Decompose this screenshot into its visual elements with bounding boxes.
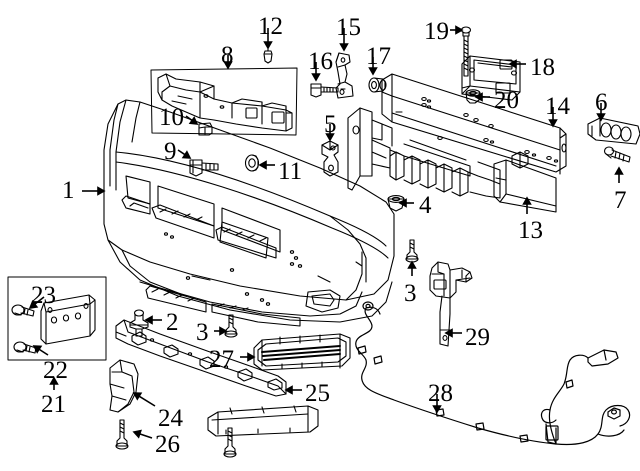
leader-arrowhead-7	[614, 166, 624, 175]
leader-arrowhead-6	[596, 113, 606, 122]
leader-arrowhead-26	[132, 429, 142, 439]
callout-label-6: 6	[595, 89, 608, 116]
callout-label-27: 27	[209, 346, 234, 373]
leader-arrowhead-16	[311, 73, 321, 82]
callout-label-3b: 3	[404, 280, 417, 307]
callout-label-21: 21	[41, 391, 66, 418]
license-plate-bracket-part	[40, 294, 96, 345]
grommet-nut-11	[244, 154, 260, 172]
leader-arrowhead-24	[132, 392, 143, 401]
fog-lamp-bezel-part	[253, 333, 351, 371]
callout-label-23: 23	[31, 282, 56, 309]
callout-label-20: 20	[494, 87, 519, 114]
leader-line-10	[185, 115, 193, 122]
callout-label-3a: 3	[196, 319, 209, 346]
leader-line-23	[34, 296, 45, 305]
callout-label-16: 16	[308, 48, 333, 75]
callout-label-24: 24	[158, 405, 183, 432]
leader-arrowhead-5	[325, 133, 335, 142]
leader-arrowhead-15	[339, 43, 349, 52]
long-bolt-part	[460, 26, 472, 77]
bumper-energy-absorber-part	[347, 107, 557, 213]
callout-label-7: 7	[614, 187, 627, 214]
tapping-screw-26a	[115, 419, 129, 450]
upper-tie-bar-inset-box	[150, 67, 298, 136]
bumper-lower-bar-part	[207, 405, 319, 437]
leader-arrowhead-29	[444, 328, 453, 338]
front-bumper-fascia-part	[103, 99, 395, 327]
leader-arrowhead-21	[49, 376, 59, 385]
front-bumper-wiring-harness-part	[355, 301, 631, 446]
callout-label-19: 19	[424, 18, 449, 45]
leader-arrowhead-8	[223, 61, 233, 70]
bumper-impact-bar-part	[381, 73, 567, 175]
impact-sensor-module-part	[461, 55, 521, 101]
leader-arrowhead-4	[398, 198, 407, 208]
callout-label-5: 5	[324, 111, 337, 138]
leader-arrowhead-3a	[219, 326, 228, 336]
leader-arrowhead-9	[181, 150, 192, 159]
side-retainer-bracket-part	[335, 52, 354, 99]
leader-arrowhead-13	[522, 196, 532, 205]
callout-label-2: 2	[166, 309, 179, 336]
callout-label-26: 26	[155, 431, 180, 458]
callout-label-10: 10	[159, 104, 184, 131]
callout-label-22: 22	[43, 357, 68, 384]
callout-label-25: 25	[305, 380, 330, 407]
leader-arrowhead-20	[474, 92, 483, 102]
leader-line-26	[139, 433, 153, 439]
leader-arrowhead-14	[548, 119, 558, 128]
callout-label-15: 15	[336, 14, 361, 41]
callout-label-8: 8	[221, 42, 234, 69]
park-assist-sensor-bracket-part	[429, 261, 473, 347]
callout-label-4: 4	[419, 192, 432, 219]
callout-label-28: 28	[428, 380, 453, 407]
leader-arrowhead-1	[97, 186, 106, 196]
leader-line-24	[138, 395, 156, 407]
leader-arrowhead-10	[188, 116, 199, 125]
flange-bolt-part	[310, 83, 339, 98]
leader-line-9	[177, 149, 186, 156]
callout-label-14: 14	[545, 93, 570, 120]
callout-label-9: 9	[164, 138, 177, 165]
leader-arrowhead-11	[258, 160, 267, 170]
leader-arrowhead-17	[368, 67, 378, 76]
leader-arrowhead-19	[455, 25, 464, 35]
tow-eye-cover-bezel-part	[587, 117, 640, 145]
leader-arrowhead-3b	[407, 260, 417, 269]
leader-line-22	[38, 348, 49, 356]
leader-arrowhead-22	[32, 345, 43, 354]
bolt-fastener-7	[603, 146, 631, 163]
leader-arrowhead-28	[432, 405, 442, 414]
side-mounting-bracket-part	[321, 140, 339, 177]
leader-arrowhead-27	[247, 352, 256, 362]
leader-arrowhead-12	[263, 41, 273, 50]
license-plate-bracket-inset-box	[7, 276, 107, 361]
grommet-nut-4	[387, 195, 405, 212]
screw-fastener-3a	[224, 314, 238, 338]
front-lower-air-dam-part	[115, 319, 287, 397]
callout-label-12: 12	[258, 13, 283, 40]
callout-label-11: 11	[278, 158, 303, 185]
grommet-nut-20	[465, 89, 481, 104]
callout-label-18: 18	[530, 54, 555, 81]
license-bracket-screw-23	[11, 304, 35, 317]
bumper-lower-side-deflector-part	[109, 359, 139, 413]
harness-connector-loop	[597, 429, 625, 437]
upper-tie-bar-part	[157, 73, 293, 132]
leader-arrowhead-18	[508, 59, 517, 69]
callout-leader-lines	[28, 25, 624, 439]
leader-arrowhead-2	[144, 315, 153, 325]
callout-label-17: 17	[366, 43, 391, 70]
tapping-screw-26b	[223, 427, 237, 458]
callout-label-13: 13	[518, 217, 543, 244]
leader-arrowhead-25	[284, 385, 293, 395]
leader-arrowhead-23	[28, 300, 39, 310]
callout-label-1: 1	[62, 177, 75, 204]
callout-label-29: 29	[465, 324, 490, 351]
